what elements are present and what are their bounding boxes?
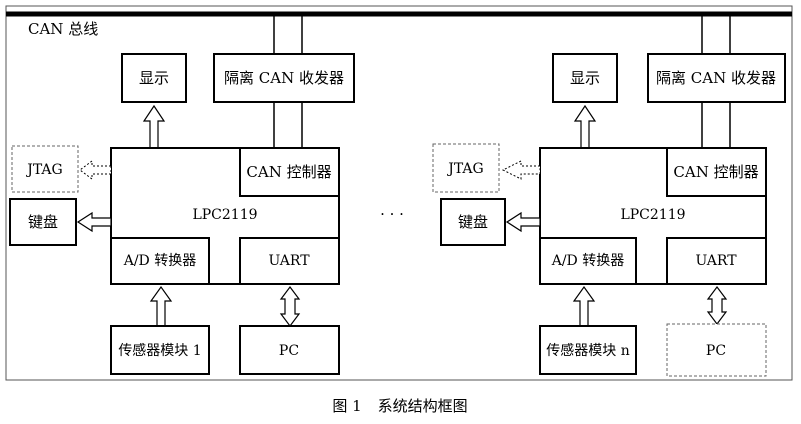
can-controller-box [239,147,340,197]
pc-label: PC [279,343,299,359]
jtag-box [432,143,500,193]
uart-pc-bidirectional-arrow-icon [279,286,301,327]
can-controller-box [666,147,767,197]
sensor-module-label: 传感器模块 n [546,342,629,359]
uart-pc-bidirectional-arrow-icon [706,286,728,325]
display-box [121,53,187,103]
display-label: 显示 [139,69,169,87]
sensor-module-box [539,325,637,375]
nodes-ellipsis: · · · [380,205,404,223]
sensor-module-label: 传感器模块 1 [118,342,201,359]
mcu-to-display-arrow-icon [573,104,597,149]
isolated-can-transceiver-label: 隔离 CAN 收发器 [656,69,776,87]
jtag-label: JTAG [25,162,62,178]
pc-box [239,325,340,375]
mcu-label: LPC2119 [192,207,257,223]
node-left: 显示 隔离 CAN 收发器 JTAG 键盘 LPC2119 CAN 控制器 A/… [9,14,355,375]
can-bus-label: CAN 总线 [28,20,98,38]
adc-box [539,237,637,285]
keyboard-box [440,198,506,246]
sensor-to-adc-arrow-icon [572,285,596,327]
uart-label: UART [695,253,737,269]
keyboard-box [9,198,77,246]
adc-label: A/D 转换器 [123,252,197,269]
sensor-to-adc-arrow-icon [149,285,173,327]
mcu-to-keyboard-arrow-icon [76,211,112,233]
jtag-label: JTAG [446,161,483,177]
can-controller-label: CAN 控制器 [673,163,758,181]
display-box [552,53,618,103]
jtag-box [11,145,79,193]
mcu-to-jtag-arrow-icon [79,160,112,180]
sensor-module-box [110,325,210,375]
adc-box [110,237,210,285]
can-controller-label: CAN 控制器 [246,163,331,181]
isolated-can-transceiver-box [647,53,786,103]
pc-box [666,323,767,377]
keyboard-label: 键盘 [458,213,488,231]
mcu-to-jtag-arrow-icon [501,160,541,180]
figure-number: 图 1 [332,397,361,415]
figure-title: 系统结构框图 [378,397,468,415]
mcu-to-keyboard-arrow-icon [505,211,541,233]
pc-label: PC [706,343,726,359]
mcu-to-display-arrow-icon [142,104,166,149]
uart-box [239,237,340,285]
figure-caption: 图 1 系统结构框图 [332,397,467,415]
keyboard-label: 键盘 [28,213,58,231]
display-label: 显示 [570,69,600,87]
isolated-can-transceiver-box [213,53,355,103]
isolated-can-transceiver-label: 隔离 CAN 收发器 [224,69,344,87]
node-right: 显示 隔离 CAN 收发器 JTAG 键盘 LPC2119 CAN 控制器 A/… [432,14,786,377]
adc-label: A/D 转换器 [551,252,625,269]
uart-box [666,237,767,285]
diagram-frame [5,5,793,381]
mcu-label: LPC2119 [620,207,685,223]
uart-label: UART [268,253,310,269]
